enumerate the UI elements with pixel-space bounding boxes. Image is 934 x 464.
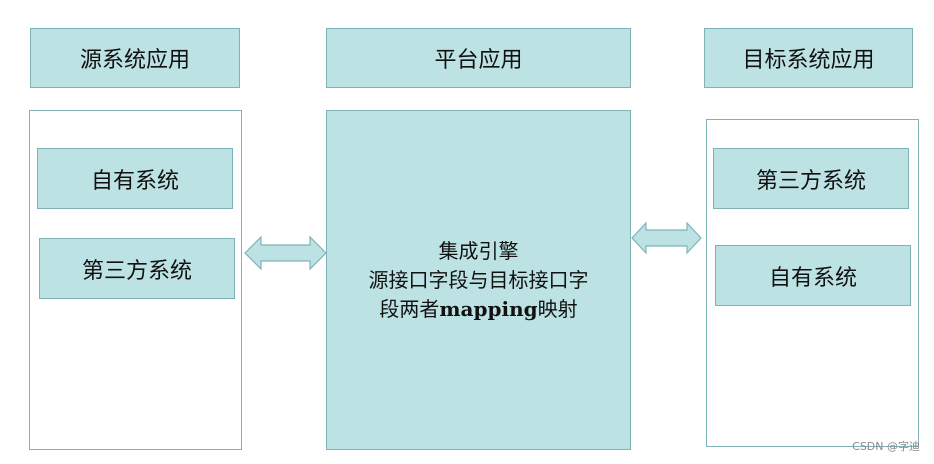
target-app-header: 目标系统应用 bbox=[704, 28, 913, 88]
source-app-header: 源系统应用 bbox=[30, 28, 240, 88]
integration-engine-box: 集成引擎 源接口字段与目标接口字 段两者mapping映射 bbox=[326, 110, 631, 450]
target-system-own: 自有系统 bbox=[715, 245, 911, 306]
target-system-third-party: 第三方系统 bbox=[713, 148, 909, 209]
target-system-own-label: 自有系统 bbox=[768, 265, 857, 291]
right-double-arrow-shape bbox=[631, 221, 702, 255]
target-app-header-label: 目标系统应用 bbox=[742, 48, 875, 73]
integration-engine-mapping-word: mapping bbox=[439, 296, 538, 321]
right-double-arrow bbox=[631, 221, 702, 255]
source-app-header-label: 源系统应用 bbox=[79, 48, 190, 73]
csdn-watermark: CSDN @字迪 bbox=[852, 440, 920, 453]
source-system-third-party-label: 第三方系统 bbox=[81, 258, 192, 284]
left-double-arrow-shape bbox=[244, 235, 327, 271]
target-system-third-party-label: 第三方系统 bbox=[755, 168, 866, 194]
source-system-own-label: 自有系统 bbox=[90, 168, 179, 194]
integration-engine-desc-prefix: 段两者 bbox=[379, 296, 440, 321]
platform-app-header-label: 平台应用 bbox=[434, 48, 523, 73]
integration-engine-desc-line2: 段两者mapping映射 bbox=[379, 295, 577, 324]
integration-engine-desc-suffix: 映射 bbox=[537, 296, 578, 321]
source-system-third-party: 第三方系统 bbox=[39, 238, 235, 299]
integration-engine-desc-line1: 源接口字段与目标接口字 bbox=[368, 267, 589, 292]
integration-engine-title: 集成引擎 bbox=[438, 238, 519, 263]
platform-app-header: 平台应用 bbox=[326, 28, 631, 88]
left-double-arrow bbox=[244, 235, 327, 271]
source-system-own: 自有系统 bbox=[37, 148, 233, 209]
